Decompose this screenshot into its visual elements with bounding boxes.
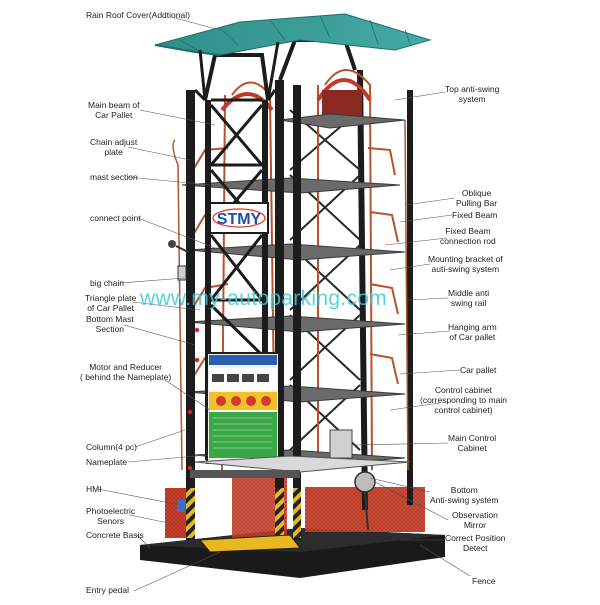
callout-photoelectric: Photoelectric Senors — [86, 506, 136, 526]
fence-left — [165, 488, 189, 538]
callout-concrete: Concrete Basis — [86, 530, 144, 540]
callout-connect-point: connect point — [90, 213, 141, 223]
callout-top-antiswing: Top anti-swing system — [445, 84, 500, 104]
callout-fixed-beam: Fixed Beam — [452, 210, 498, 220]
rain-roof-cover — [154, 13, 432, 56]
entry-pedal — [198, 534, 301, 553]
callout-mast-section: mast section — [90, 172, 138, 182]
callout-hmi: HMI — [86, 484, 102, 494]
column-front-center-right — [293, 85, 301, 540]
stmy-logo: STMY — [209, 202, 269, 234]
callout-rain-roof: Rain Roof Cover(Addtional) — [86, 10, 190, 20]
callout-middle-antiswing: Middle anti swing rail — [448, 288, 490, 308]
callout-fixed-beam-rod: Fixed Beam connection rod — [440, 226, 496, 246]
callout-bottom-mast: Bottom Mast Section — [86, 314, 134, 334]
callout-hanging-arm: Hanging arm of Car pallet — [448, 322, 497, 342]
callout-main-control: Main Control Cabinet — [448, 433, 497, 453]
callout-column: Column(4 pc) — [86, 442, 138, 452]
callout-chain-adjust: Chain adjust plate — [90, 137, 138, 157]
callout-triangle-plate: Triangle plate of Car Pallet — [85, 293, 137, 313]
callout-motor-reducer: Motor and Reducer ( behind the Nameplate… — [80, 362, 172, 382]
callout-oblique-bar: Oblique Pulling Bar — [456, 188, 498, 208]
callout-bottom-antiswing: Bottom Anti-swing system — [430, 485, 499, 505]
callout-fence: Fence — [472, 576, 496, 586]
callout-main-beam: Main beam of Car Pallet — [88, 100, 140, 120]
callout-correct-position: Correct Position Detect — [445, 533, 506, 553]
callout-nameplate: Nameplate — [86, 457, 128, 467]
observation-mirror — [354, 471, 376, 493]
column-front-center-left — [275, 80, 284, 540]
callout-observation-mirror: Observation Mirror — [452, 510, 498, 530]
column-front-left — [186, 90, 195, 540]
callout-control-cabinet: Control cabinet (corresponding to main c… — [420, 385, 507, 415]
callout-entry-pedal: Entry pedal — [86, 585, 129, 595]
logo-text: STMY — [217, 211, 262, 228]
callout-mounting-bracket: Mounting bracket of auti-swing system — [428, 254, 503, 274]
callout-big-chain: big chain — [90, 278, 125, 288]
nameplate — [206, 352, 280, 464]
watermark: www.my-autoparking.com — [140, 287, 388, 310]
callout-car-pallet: Car pallet — [460, 365, 497, 375]
